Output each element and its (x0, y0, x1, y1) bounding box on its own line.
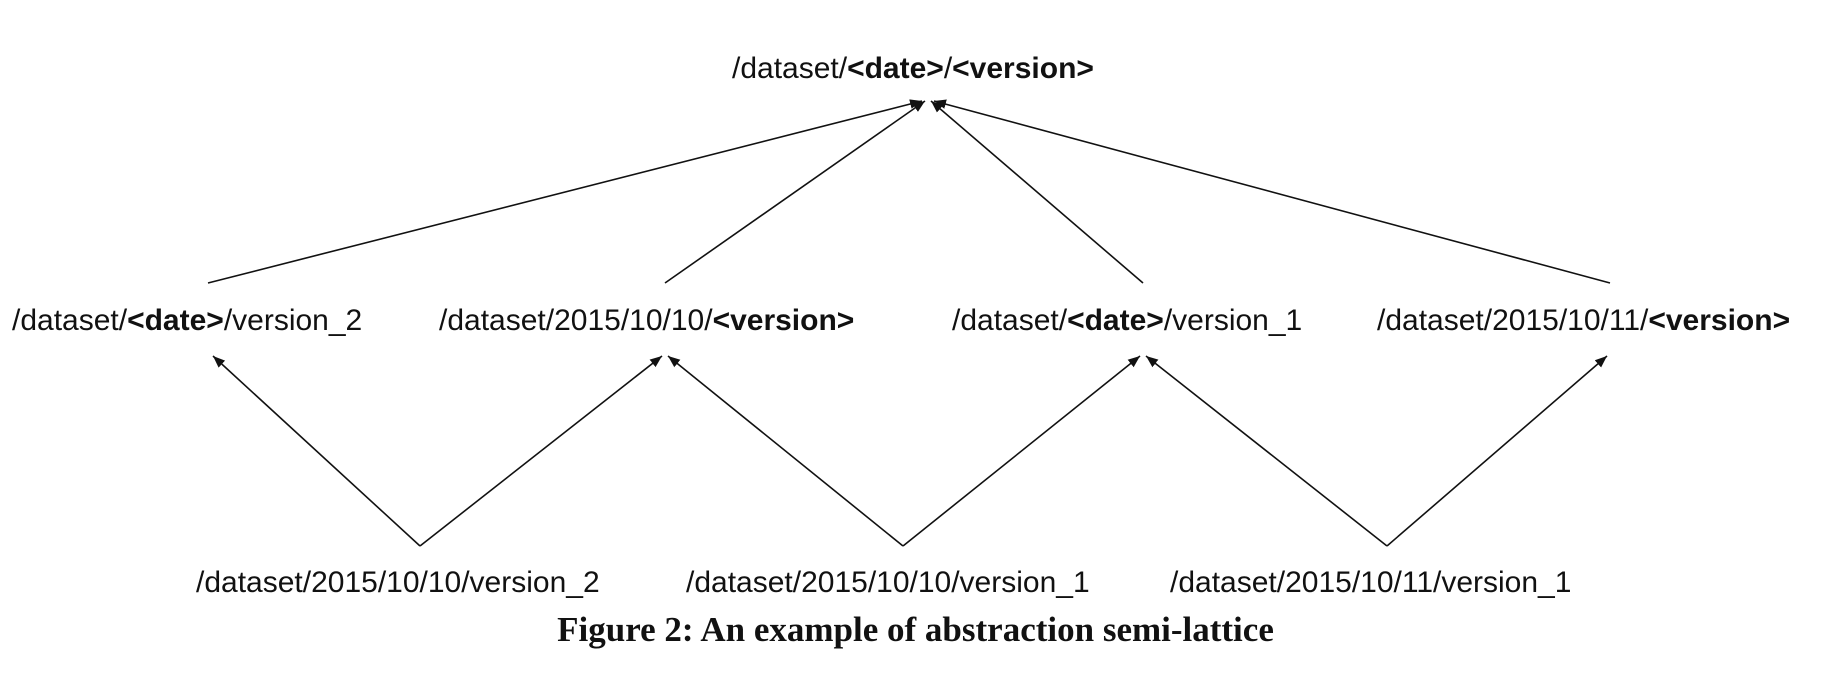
node-text: / (943, 52, 953, 85)
node-text: /dataset/2015/10/10/ (439, 304, 713, 337)
node-mid-date-version-1: /dataset/<date>/version_1 (952, 304, 1302, 338)
node-text: /version_2 (223, 304, 363, 337)
edge-arrow-mid-0-to-top (207, 99, 923, 284)
node-bottom-20151010-version-1: /dataset/2015/10/10/version_1 (686, 566, 1090, 600)
edge-arrow-mid-1-to-top (664, 100, 926, 284)
node-text-bold: <version> (1648, 304, 1791, 337)
node-text: /version_1 (1163, 304, 1303, 337)
edge-arrow-bottom-1-to-mid-1 (667, 355, 904, 547)
node-bottom-20151011-version-1: /dataset/2015/10/11/version_1 (1170, 566, 1571, 600)
node-mid-20151010-version: /dataset/2015/10/10/<version> (439, 304, 854, 338)
node-text-bold: <version> (952, 52, 1094, 85)
node-text: /dataset/2015/10/11/ (1377, 304, 1649, 337)
node-text: /dataset/2015/10/10/version_1 (686, 566, 1090, 599)
edge-arrow-mid-3-to-top (933, 99, 1611, 284)
node-text-bold: <date> (847, 52, 944, 85)
node-mid-date-version-2: /dataset/<date>/version_2 (12, 304, 362, 338)
node-text-bold: <date> (1067, 304, 1164, 337)
node-bottom-20151010-version-2: /dataset/2015/10/10/version_2 (196, 566, 600, 600)
edge-arrow-mid-2-to-top (930, 100, 1144, 284)
node-text: /dataset/2015/10/10/version_2 (196, 566, 600, 599)
node-text-bold: <date> (127, 304, 224, 337)
node-text: /dataset/2015/10/11/version_1 (1170, 566, 1572, 599)
edge-arrow-bottom-2-to-mid-2 (1145, 355, 1388, 547)
edge-arrow-bottom-1-to-mid-2 (902, 355, 1141, 547)
node-text-bold: <version> (712, 304, 855, 337)
node-text: /dataset/ (732, 52, 848, 85)
figure-caption: Figure 2: An example of abstraction semi… (557, 610, 1274, 649)
node-text: /dataset/ (952, 304, 1068, 337)
node-mid-20151011-version: /dataset/2015/10/11/<version> (1377, 304, 1790, 338)
node-text: /dataset/ (12, 304, 128, 337)
edge-arrow-bottom-0-to-mid-1 (419, 355, 663, 547)
node-top: /dataset/<date>/<version> (732, 52, 1094, 86)
edge-arrow-bottom-0-to-mid-0 (212, 355, 421, 547)
edge-arrow-bottom-2-to-mid-3 (1386, 355, 1608, 547)
